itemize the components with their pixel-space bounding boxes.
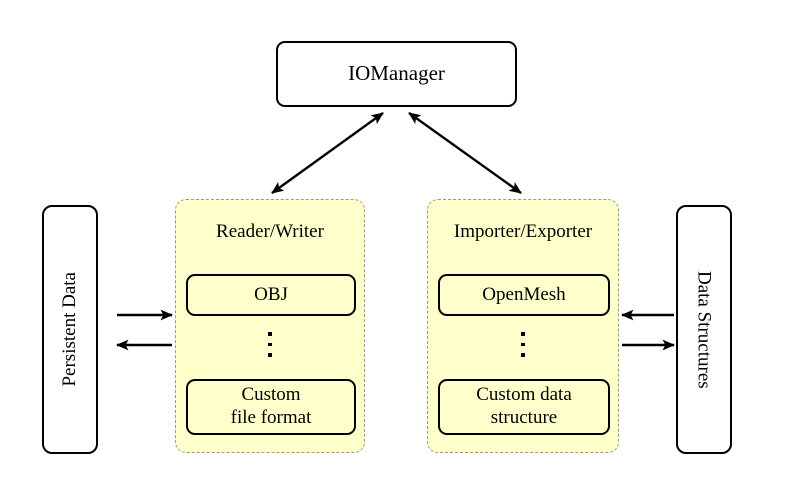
node-openmesh-label: OpenMesh [482,283,566,305]
node-iomanager-label: IOManager [348,61,445,86]
node-obj[interactable]: OBJ [186,274,356,316]
node-data-structures[interactable]: Data Structures [676,205,732,454]
node-obj-label: OBJ [254,283,288,305]
ellipsis-importer-exporter [428,332,618,357]
panel-importer-exporter-title: Importer/Exporter [453,221,593,242]
node-persistent-data-label: Persistent Data [59,272,81,387]
node-iomanager[interactable]: IOManager [276,41,517,107]
ellipsis-reader-writer [176,332,364,357]
node-persistent-data[interactable]: Persistent Data [42,205,98,454]
arrow-manager-importerexporter [408,112,522,194]
panel-reader-writer-title: Reader/Writer [216,221,324,242]
arrow-manager-readerwriter [271,112,384,194]
node-openmesh[interactable]: OpenMesh [438,274,610,316]
node-data-structures-label: Data Structures [693,270,715,389]
